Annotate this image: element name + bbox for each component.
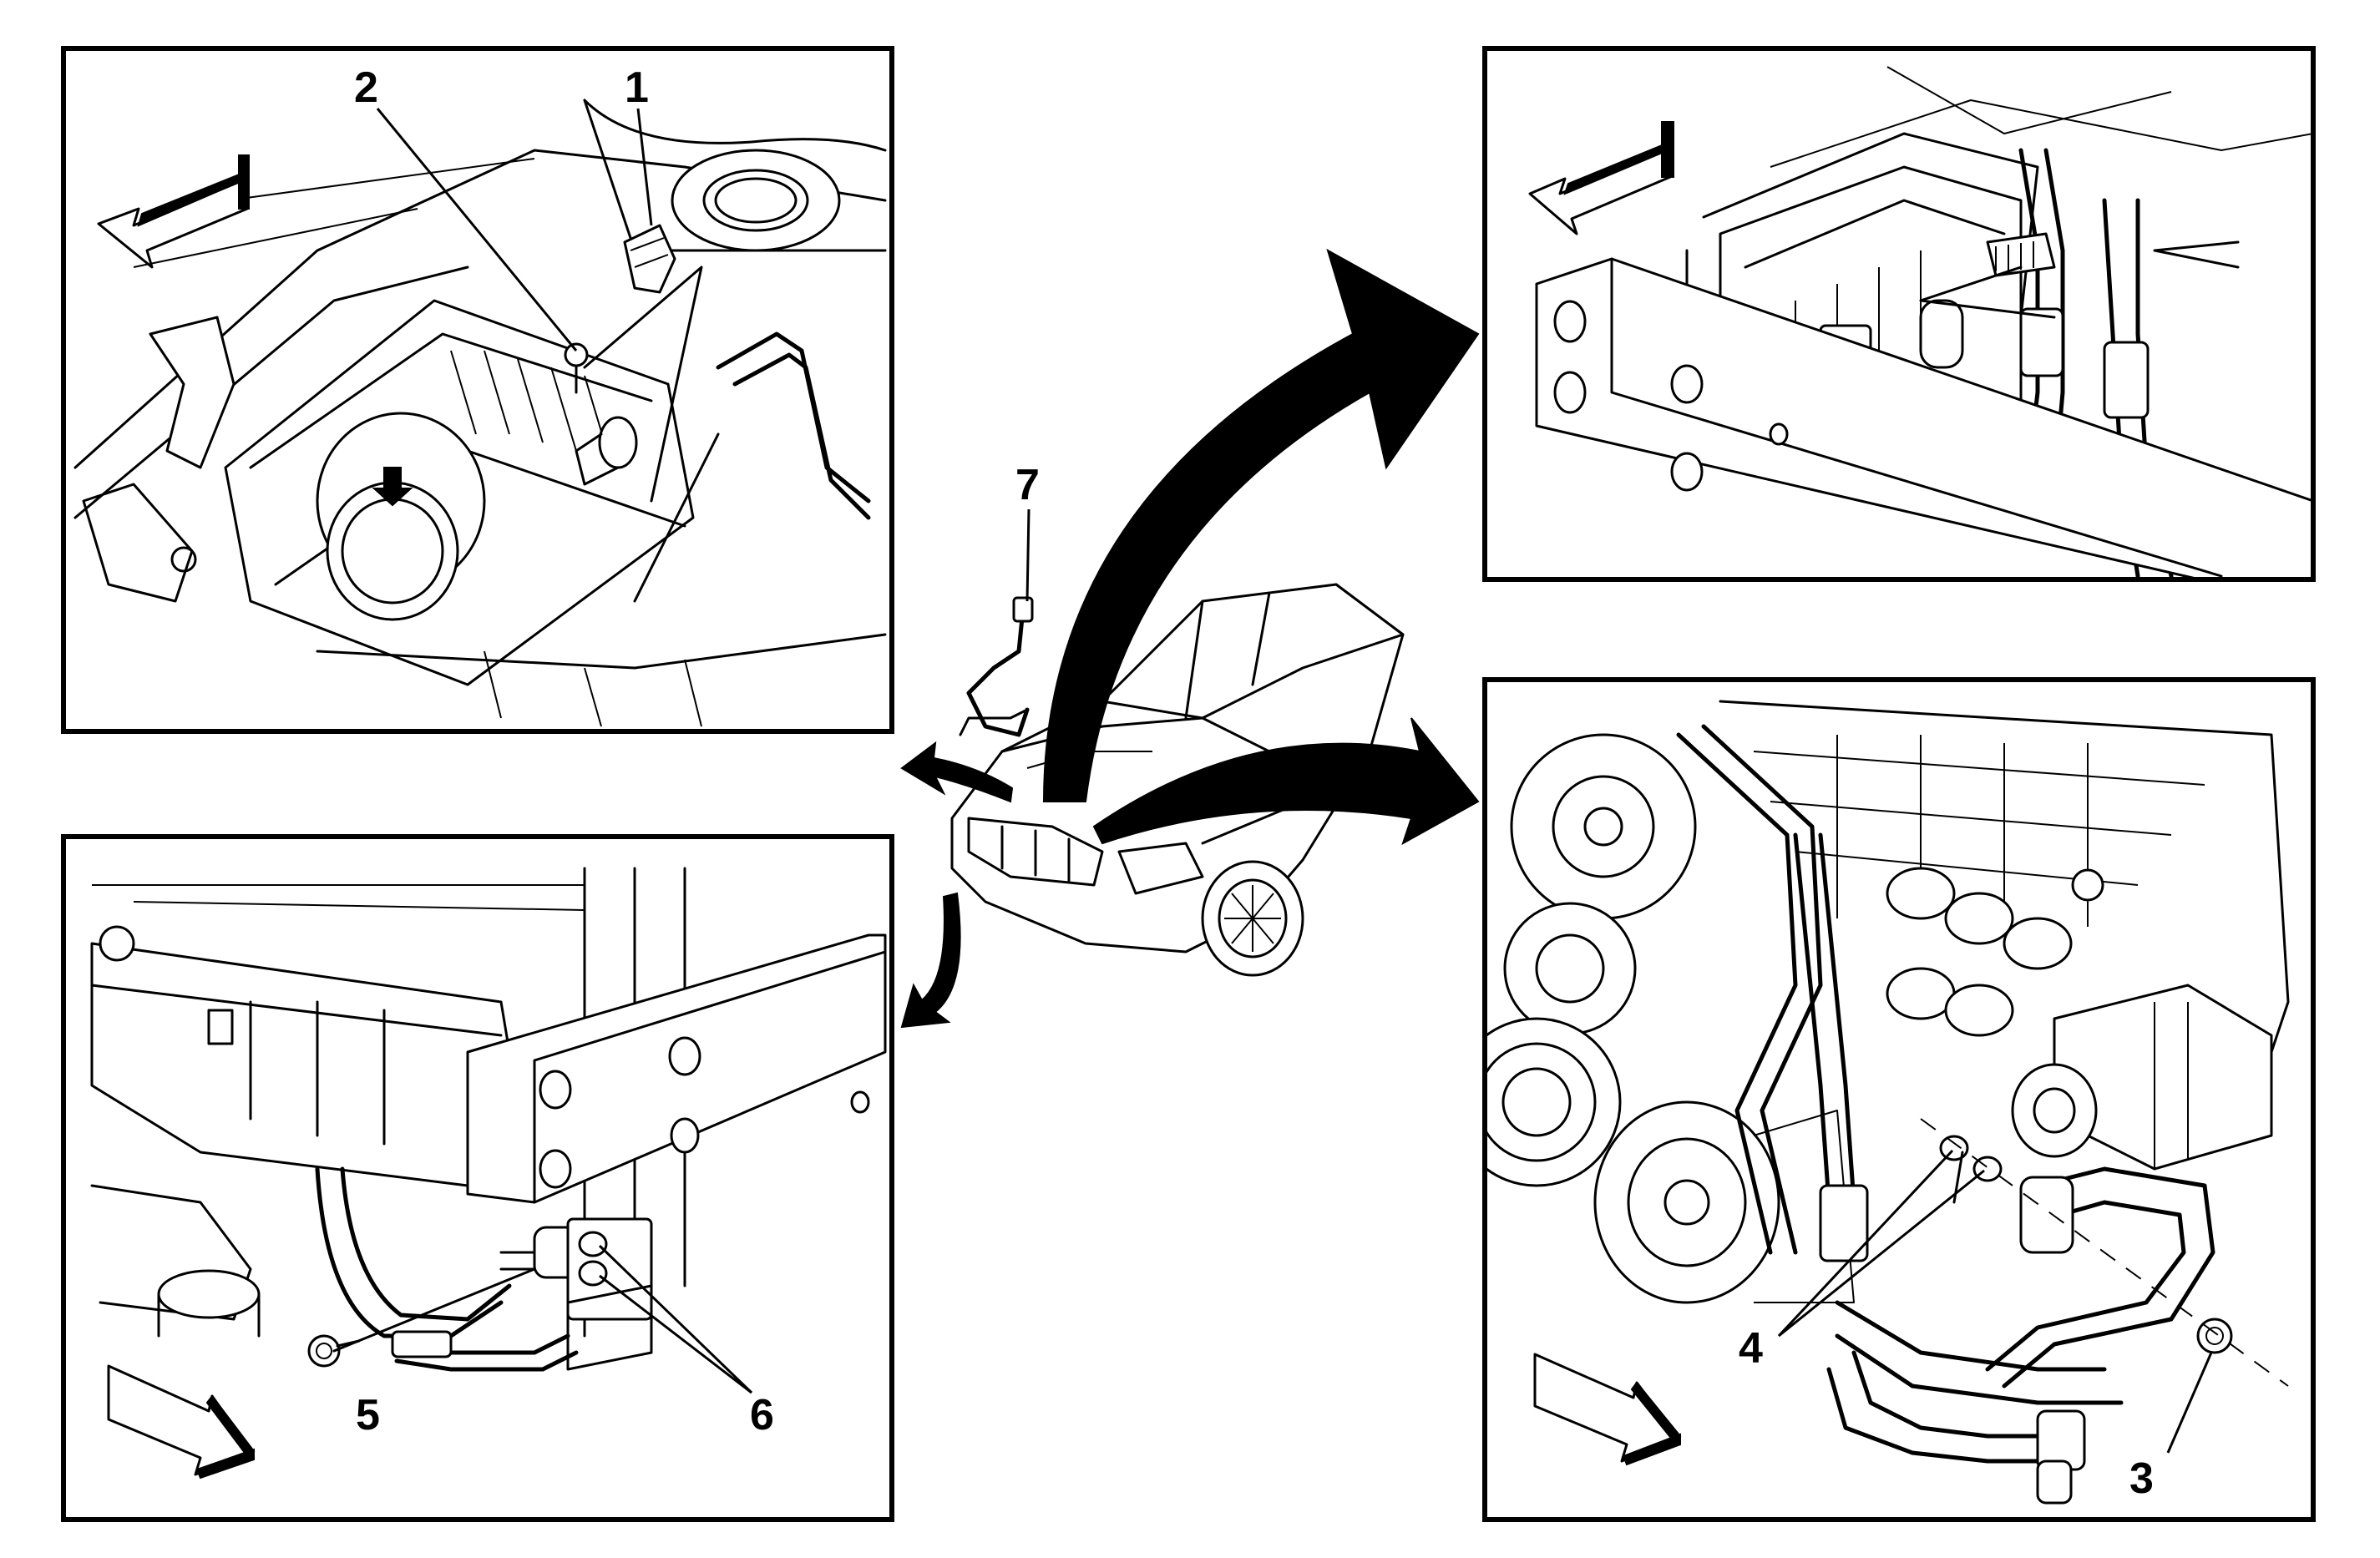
front-direction-arrow-icon	[1528, 121, 1674, 235]
nut-icon	[2196, 1318, 2233, 1354]
callout-4-label: 4	[1739, 1324, 1763, 1373]
callout-1-label: 1	[625, 63, 649, 112]
callout-3-label: 3	[2129, 1454, 2154, 1503]
bolt-icon	[307, 1334, 361, 1368]
panel-top-left: 1 2	[61, 46, 894, 734]
callout-5-label: 5	[356, 1391, 380, 1439]
callout-7: 7	[1015, 461, 1040, 602]
wiring-harness	[959, 596, 1034, 737]
callout-1: 1	[625, 63, 653, 226]
callout-5: 5	[356, 1391, 380, 1439]
front-direction-arrow-icon	[107, 1364, 256, 1480]
vehicle-illustration	[950, 583, 1405, 977]
callout-2-label: 2	[354, 63, 378, 112]
callout-4: 4	[1739, 1149, 1985, 1373]
front-direction-arrow-icon	[97, 154, 250, 269]
callout-6-label: 6	[750, 1391, 774, 1439]
panel-bottom-right: 3 4	[1482, 677, 2316, 1522]
callout-2: 2	[354, 63, 578, 352]
panel-bottom-left: 5 6	[61, 834, 894, 1522]
front-direction-arrow-icon	[1533, 1353, 1682, 1466]
panel-top-right	[1482, 46, 2316, 582]
callout-3: 3	[2129, 1352, 2213, 1503]
view-pointer-arrow-icon	[900, 248, 1480, 1029]
callout-6: 6	[598, 1244, 774, 1439]
callout-7-label: 7	[1015, 461, 1040, 509]
